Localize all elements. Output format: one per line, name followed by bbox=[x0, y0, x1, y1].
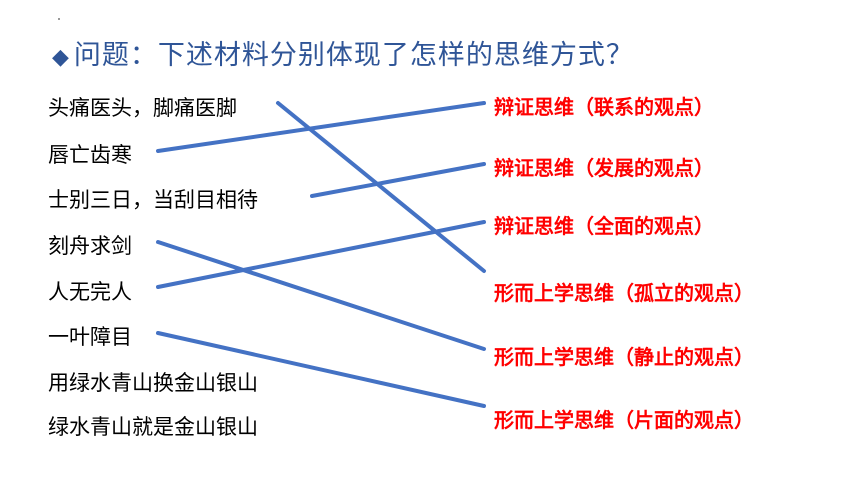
left-item-5: 人无完人 bbox=[48, 280, 132, 304]
decorative-dot bbox=[58, 18, 60, 20]
left-item-1: 头痛医头，脚痛医脚 bbox=[48, 96, 237, 120]
right-item-1: 辩证思维（联系的观点） bbox=[494, 95, 714, 119]
connector-line-1 bbox=[276, 101, 486, 273]
right-item-4: 形而上学思维（孤立的观点） bbox=[494, 281, 754, 305]
left-item-3: 士别三日，当刮目相待 bbox=[48, 188, 258, 212]
left-item-6: 一叶障目 bbox=[48, 325, 132, 349]
right-item-6: 形而上学思维（片面的观点） bbox=[494, 408, 754, 432]
slide-title: ◆问题：下述材料分别体现了怎样的思维方式？ bbox=[52, 33, 634, 72]
left-item-7: 用绿水青山换金山银山 bbox=[48, 371, 258, 395]
connector-line-5 bbox=[156, 220, 486, 289]
connector-line-4 bbox=[156, 240, 486, 351]
diamond-bullet-icon: ◆ bbox=[52, 45, 70, 70]
right-item-3: 辩证思维（全面的观点） bbox=[494, 214, 714, 238]
connector-line-6 bbox=[156, 331, 486, 408]
right-item-2: 辩证思维（发展的观点） bbox=[494, 156, 714, 180]
title-text: 问题：下述材料分别体现了怎样的思维方式？ bbox=[73, 40, 634, 71]
left-item-8: 绿水青山就是金山银山 bbox=[48, 415, 258, 439]
connector-line-2 bbox=[156, 101, 486, 153]
right-item-5: 形而上学思维（静止的观点） bbox=[494, 345, 754, 369]
left-item-2: 唇亡齿寒 bbox=[48, 143, 132, 167]
left-item-4: 刻舟求剑 bbox=[48, 234, 132, 258]
connector-line-3 bbox=[310, 162, 486, 198]
